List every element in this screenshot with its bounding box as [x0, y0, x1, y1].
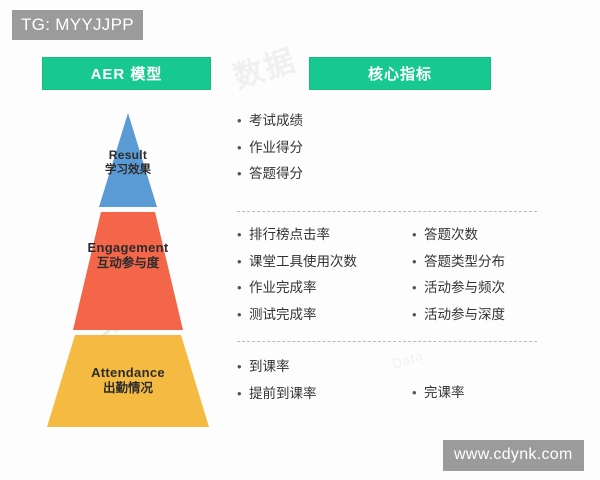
- bullet-dot-icon: •: [237, 385, 242, 401]
- background-watermark: 数据: [229, 43, 301, 95]
- metric-list-item-label: 排行榜点击率: [249, 227, 330, 242]
- bullet-dot-icon: •: [412, 253, 417, 269]
- pyramid-tier-attendance: [47, 335, 209, 427]
- metrics-engagement-right-column: • 答题次数 • 答题类型分布 • 活动参与频次 • 活动参与深度: [412, 228, 587, 335]
- metric-list-item: • 排行榜点击率: [237, 228, 412, 242]
- metrics-result-left-column: • 考试成绩 • 作业得分 • 答题得分: [237, 114, 412, 194]
- pyramid-tier-engagement: [73, 212, 183, 330]
- bullet-dot-icon: •: [237, 253, 242, 269]
- metric-list-item-label: 答题得分: [249, 166, 303, 182]
- metric-list-item: • 完课率: [412, 386, 587, 400]
- bullet-dot-icon: •: [412, 306, 417, 322]
- metric-list-item-label: 作业得分: [249, 139, 303, 155]
- bullet-dot-icon: •: [237, 139, 242, 155]
- metric-list-item-label: 提前到课率: [249, 385, 317, 401]
- bullet-dot-icon: •: [237, 306, 242, 322]
- bullet-dot-icon: •: [412, 227, 417, 242]
- bullet-dot-icon: •: [237, 359, 242, 374]
- bullet-dot-icon: •: [412, 280, 417, 296]
- metric-list-item-label: 测试完成率: [249, 306, 317, 322]
- bullet-dot-icon: •: [412, 385, 417, 400]
- metric-list-item-label: 活动参与频次: [424, 280, 505, 296]
- metric-list-item-label: 到课率: [249, 359, 290, 374]
- aer-pyramid-diagram: Result 学习效果 Engagement 互动参与度 Attendance …: [0, 100, 250, 440]
- metric-list-item: • 作业完成率: [237, 281, 412, 295]
- metric-list-item: • 答题次数: [412, 228, 587, 242]
- metric-list-item: • 测试完成率: [237, 308, 412, 322]
- metrics-attendance-left-column: • 到课率 • 提前到课率: [237, 360, 412, 413]
- bullet-dot-icon: •: [237, 280, 242, 296]
- bullet-dot-icon: •: [237, 166, 242, 182]
- metrics-group-attendance: • 到课率 • 提前到课率 • 完课率: [237, 360, 589, 413]
- metric-list-item: • 课堂工具使用次数: [237, 253, 412, 269]
- metric-list-item-label: 考试成绩: [249, 113, 303, 128]
- metric-list-item-label: 完课率: [424, 385, 465, 400]
- metric-list-item-label: 活动参与深度: [424, 306, 505, 322]
- metric-list-item-label: 作业完成率: [249, 280, 317, 296]
- metric-list-item: • 活动参与深度: [412, 308, 587, 322]
- metrics-group-engagement: • 排行榜点击率 • 课堂工具使用次数 • 作业完成率 • 测试完成率 • 答题次数 • 答题类型分…: [237, 228, 589, 335]
- header-aer-model: AER 模型: [43, 58, 210, 89]
- metrics-engagement-left-column: • 排行榜点击率 • 课堂工具使用次数 • 作业完成率 • 测试完成率: [237, 228, 412, 335]
- bullet-dot-icon: •: [237, 113, 242, 128]
- header-core-metrics: 核心指标: [310, 58, 490, 89]
- core-metrics-lists: • 考试成绩 • 作业得分 • 答题得分 • 排行榜点击率 • 课堂工具使用次数 • 作业完成率 • 测…: [237, 110, 589, 400]
- metric-list-item: • 提前到课率: [237, 385, 412, 401]
- metrics-attendance-right-column: • 完课率: [412, 360, 587, 413]
- bullet-dot-icon: •: [237, 227, 242, 242]
- metric-list-item: • 答题类型分布: [412, 253, 587, 269]
- divider-result-engagement: [237, 211, 537, 212]
- metrics-group-result: • 考试成绩 • 作业得分 • 答题得分: [237, 110, 589, 194]
- site-watermark-tag: www.cdynk.com: [443, 440, 584, 471]
- metric-list-item: • 作业得分: [237, 139, 412, 155]
- metric-list-item-label: 答题次数: [424, 227, 478, 242]
- telegram-watermark-tag: TG: MYYJJPP: [12, 10, 143, 40]
- divider-engagement-attendance: [237, 341, 537, 342]
- metric-list-item-label: 课堂工具使用次数: [249, 253, 357, 269]
- metric-list-item: • 考试成绩: [237, 114, 412, 128]
- metric-list-item: • 答题得分: [237, 167, 412, 181]
- metric-list-item: • 活动参与频次: [412, 281, 587, 295]
- metrics-result-right-column: [412, 114, 587, 194]
- metric-list-item: • 到课率: [237, 360, 412, 374]
- metric-list-item-label: 答题类型分布: [424, 253, 505, 269]
- pyramid-tier-result: [99, 113, 157, 207]
